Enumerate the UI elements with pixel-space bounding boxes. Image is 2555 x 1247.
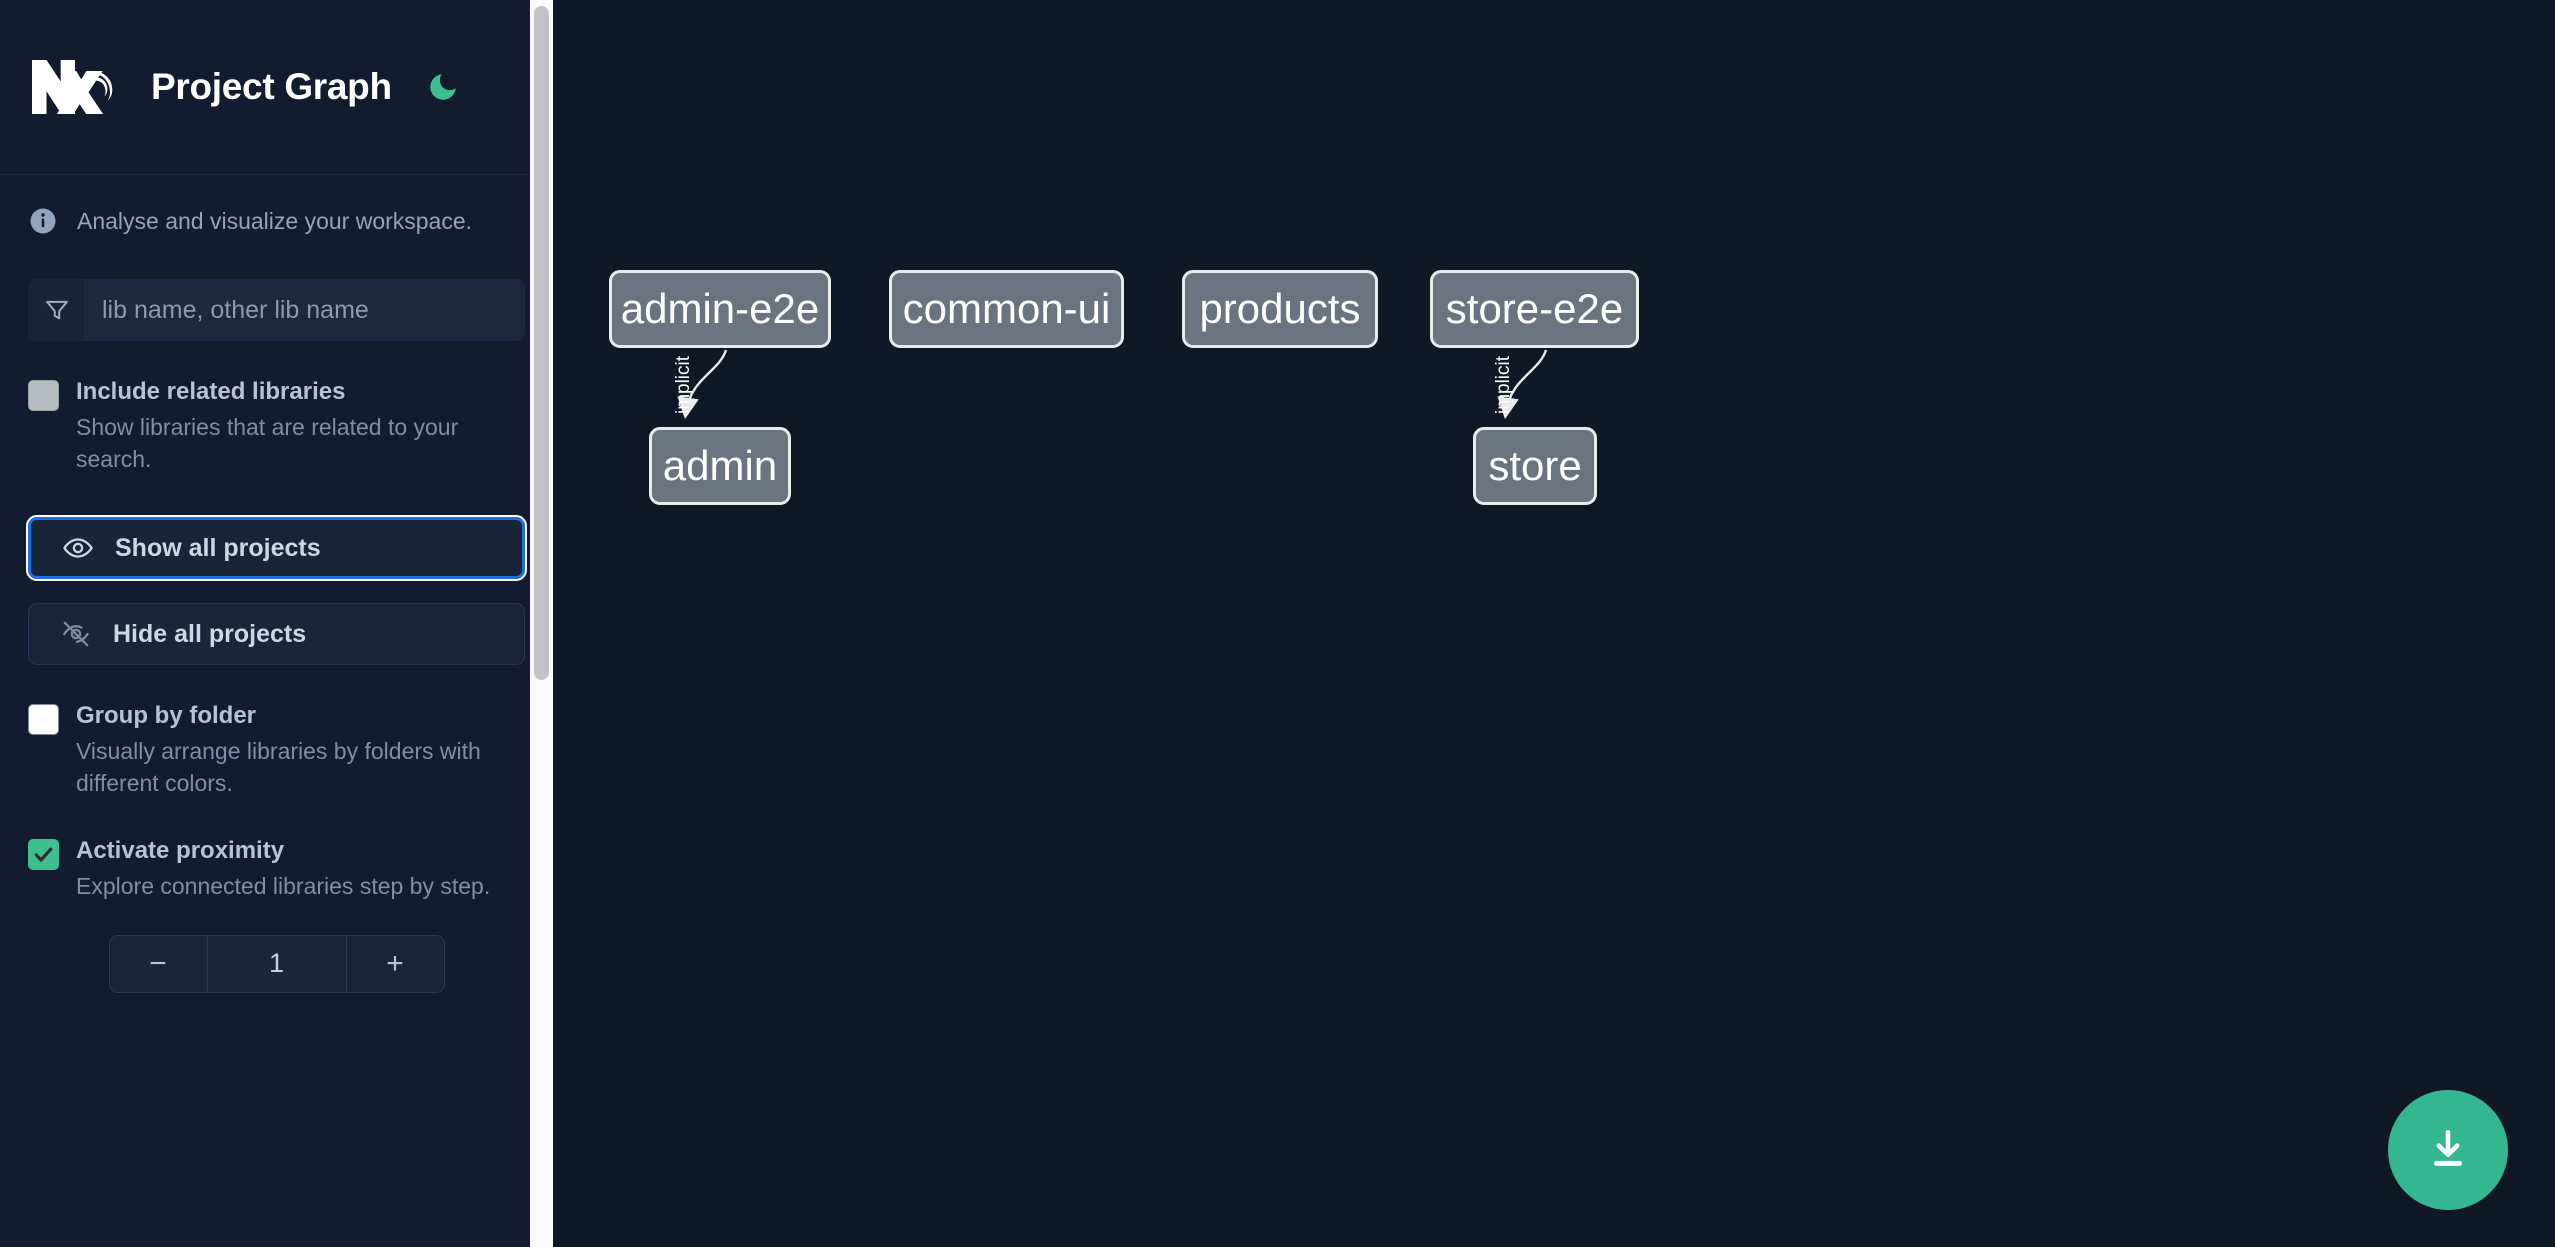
sidebar-scrollbar-track[interactable] [530,0,553,1247]
option-title: Activate proximity [76,837,285,865]
activate-proximity-checkbox[interactable] [28,839,59,871]
proximity-stepper-wrapper: − 1 + [28,934,525,993]
graph-edges-layer: implicit implicit [673,349,1548,420]
eye-off-icon [59,617,93,651]
option-text-group: Include related libraries Show libraries… [76,377,525,476]
graph-node-products[interactable]: products [1182,270,1378,348]
decrement-button[interactable]: − [109,935,208,992]
proximity-value: 1 [207,935,346,992]
graph-node-store[interactable]: store [1473,427,1597,505]
eye-off-glyph [63,621,89,647]
download-button[interactable] [2388,1090,2508,1210]
info-icon [30,208,56,234]
graph-node-admin[interactable]: admin [649,427,791,505]
proximity-stepper: − 1 + [108,934,445,993]
check-icon [34,847,53,862]
option-description: Explore connected libraries step by step… [76,872,491,899]
sidebar-header: Project Graph [0,0,553,175]
visibility-actions: Show all projects Hide all projects [26,515,527,666]
option-include-related-libraries[interactable]: Include related libraries Show libraries… [0,377,553,476]
filter-field[interactable] [28,279,525,341]
page-title: Project Graph [151,66,392,107]
graph-canvas[interactable]: implicit implicit admin-e2e common-ui pr… [553,0,2555,1247]
sidebar: Project Graph Analyse and visualize your… [0,0,553,1247]
funnel-glyph [45,300,68,320]
workspace-info-text: Analyse and visualize your workspace. [77,207,473,234]
option-activate-proximity[interactable]: Activate proximity Explore connected lib… [0,836,553,902]
include-related-libraries-checkbox[interactable] [28,380,59,411]
eye-glyph [63,538,93,558]
nx-logo [32,60,113,114]
hide-all-projects-button[interactable]: Hide all projects [28,603,525,666]
sidebar-scrollbar-thumb[interactable] [534,6,549,680]
hide-all-projects-label: Hide all projects [113,619,307,648]
moon-glyph [430,74,456,100]
funnel-icon [28,279,86,341]
increment-button[interactable]: + [345,935,444,992]
graph-node-admin-e2e[interactable]: admin-e2e [609,270,831,348]
edge-label: implicit [673,355,694,414]
option-text-group: Activate proximity Explore connected lib… [76,836,525,902]
group-by-folder-checkbox[interactable] [28,704,59,736]
graph-node-common-ui[interactable]: common-ui [889,270,1124,348]
option-group-by-folder[interactable]: Group by folder Visually arrange librari… [0,701,553,800]
sidebar-scroll-region: Project Graph Analyse and visualize your… [0,0,553,1247]
eye-icon [61,531,95,565]
search-input[interactable] [86,279,525,341]
option-text-group: Group by folder Visually arrange librari… [76,701,525,800]
graph-node-store-e2e[interactable]: store-e2e [1430,270,1639,348]
show-all-projects-button[interactable]: Show all projects [26,515,527,582]
edge-label: implicit [1493,355,1514,414]
option-description: Show libraries that are related to your … [76,413,459,473]
option-title: Group by folder [76,702,256,730]
option-title: Include related libraries [76,378,346,405]
show-all-projects-label: Show all projects [115,533,321,562]
moon-icon[interactable] [422,66,464,108]
edge-store-e2e-to-store[interactable]: implicit [1493,349,1548,420]
edge-admin-e2e-to-admin[interactable]: implicit [673,349,728,420]
download-icon [2434,1130,2462,1166]
option-description: Visually arrange libraries by folders wi… [76,737,481,797]
workspace-info: Analyse and visualize your workspace. [0,175,553,267]
